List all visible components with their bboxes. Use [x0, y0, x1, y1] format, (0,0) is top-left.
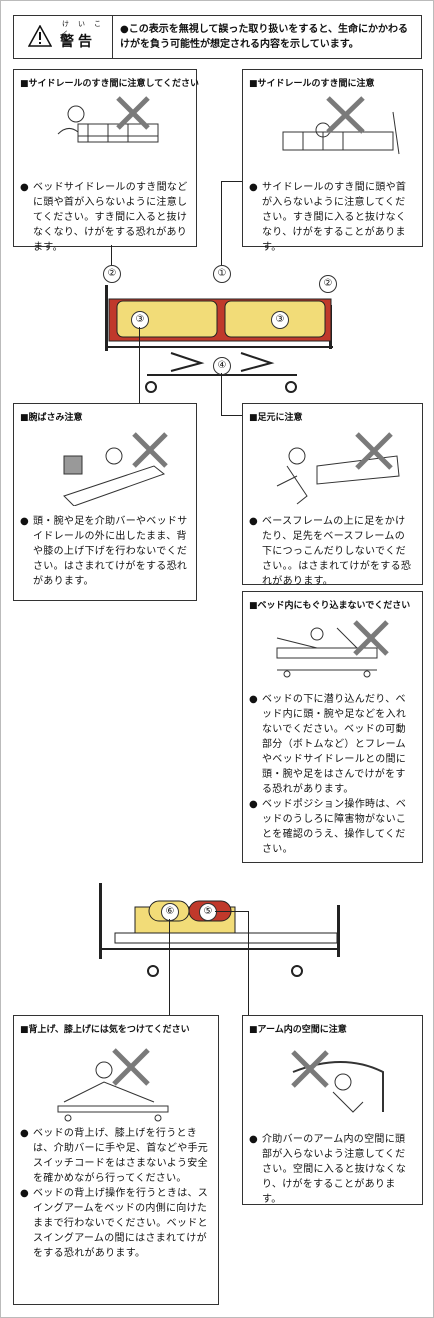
bullet-item: ベースフレームの上に足をかけたり、足先をベースフレームの下につっこんだりしないで…	[249, 514, 415, 589]
warning-label: 警告	[60, 34, 96, 50]
leader-line	[139, 327, 140, 403]
box-title: ■ベッド内にもぐり込まないでください	[249, 601, 411, 611]
bullet-item: 介助バーのアーム内の空間に頭部が入らないよう注意してください。空間に入ると抜けな…	[249, 1132, 415, 1207]
warning-triangle-icon	[28, 25, 52, 47]
box-title: ■アーム内の空間に注意	[249, 1025, 347, 1035]
leader-line	[221, 181, 222, 267]
bullet-item: サイドレールのすき間に頭や首が入らないように注意してください。すき間に入ると抜け…	[249, 180, 415, 255]
bullet-item: ベッドの背上げ、膝上げを行うときは、介助バーに手や足、首などや手元スイッチコード…	[20, 1126, 210, 1186]
box-title: ■足元に注意	[249, 413, 303, 423]
marker-1: ①	[213, 265, 231, 283]
leader-line	[221, 415, 242, 416]
leader-line	[248, 911, 249, 1015]
box-title: ■背上げ、膝上げには気をつけてください	[20, 1025, 190, 1035]
leader-line	[221, 181, 242, 182]
marker-3-right: ③	[271, 311, 289, 329]
marker-4: ④	[213, 357, 231, 375]
warning-description: ●この表示を無視して誤った取り扱いをすると、生命にかかわるけがを負う可能性が想定…	[120, 24, 409, 50]
box-body: サイドレールのすき間に頭や首が入らないように注意してください。すき間に入ると抜け…	[249, 180, 415, 255]
leader-line	[111, 245, 112, 273]
marker-6: ⑥	[161, 903, 179, 921]
illustration-child-in-rail	[282, 96, 400, 155]
illustration-head-in-rail	[57, 96, 159, 143]
marker-2-left: ②	[103, 265, 121, 283]
bullet-item: ベッドサイドレールのすき間などに頭や首が入らないように注意してください。すき間に…	[20, 180, 188, 255]
box-side-rail-gap-2: ■サイドレールのすき間に注意 サイドレールのすき間に頭や首が入らないように注意し…	[242, 69, 423, 253]
box-title: ■サイドレールのすき間に注意してください	[20, 79, 199, 89]
box-body: 介助バーのアーム内の空間に頭部が入らないよう注意してください。空間に入ると抜けな…	[249, 1132, 415, 1207]
box-back-knee-raise: ■背上げ、膝上げには気をつけてください ベッドの背上げ、膝上げを行うときは、介助…	[13, 1015, 219, 1305]
warning-ruby: けいこく	[62, 20, 110, 38]
illustration-feet-caution	[276, 432, 400, 505]
box-body: ベースフレームの上に足をかけたり、足先をベースフレームの下につっこんだりしないで…	[249, 514, 415, 589]
warning-header: けいこく 警告 ●この表示を無視して誤った取り扱いをすると、生命にかかわるけがを…	[13, 15, 422, 59]
bullet-item: 頭・腕や足を介助バーやベッドサイドレールの外に出したまま、背や膝の上げ下げを行わ…	[20, 514, 190, 589]
illustration-crawl-under	[276, 620, 389, 678]
leader-line	[221, 373, 222, 415]
bed-diagram-bottom	[99, 883, 340, 977]
marker-5: ⑤	[199, 903, 217, 921]
box-arm-space: ■アーム内の空間に注意 介助バーのアーム内の空間に頭部が入らないよう注意してくだ…	[242, 1015, 423, 1205]
illustration-back-raise	[57, 1048, 169, 1122]
box-body: ベッドの背上げ、膝上げを行うときは、介助バーに手や足、首などや手元スイッチコード…	[20, 1126, 210, 1261]
box-title: ■腕ばさみ注意	[20, 413, 83, 423]
leader-line	[215, 911, 249, 912]
box-body: 頭・腕や足を介助バーやベッドサイドレールの外に出したまま、背や膝の上げ下げを行わ…	[20, 514, 190, 589]
illustration-arm-pinch	[63, 432, 168, 506]
box-body: ベッドの下に潜り込んだり、ベッド内に頭・腕や足などを入れないでください。ベッドの…	[249, 692, 415, 857]
warning-label-cell: けいこく 警告	[14, 16, 113, 58]
bullet-item: ベッドポジション操作時は、ベッドのうしろに障害物がないことを確認のうえ、操作して…	[249, 797, 415, 857]
box-arm-pinch: ■腕ばさみ注意 頭・腕や足を介助バーやベッドサイドレールの外に出したまま、背や膝…	[13, 403, 197, 601]
bullet-item: ベッドの背上げ操作を行うときは、スイングアームをベッドの内側に向けたままで行わな…	[20, 1186, 210, 1261]
box-feet-caution: ■足元に注意 ベースフレームの上に足をかけたり、足先をベースフレームの下につっこ…	[242, 403, 423, 587]
box-side-rail-gap-1: ■サイドレールのすき間に注意してください ベッドサイドレールのすき間などに頭や首…	[13, 69, 199, 253]
box-title: ■サイドレールのすき間に注意	[249, 79, 375, 89]
illustration-arm-space	[291, 1050, 384, 1113]
leader-line	[169, 919, 170, 1015]
marker-3-left: ③	[131, 311, 149, 329]
box-body: ベッドサイドレールのすき間などに頭や首が入らないように注意してください。すき間に…	[20, 180, 188, 255]
bullet-item: ベッドの下に潜り込んだり、ベッド内に頭・腕や足などを入れないでください。ベッドの…	[249, 692, 415, 797]
marker-2-right: ②	[319, 275, 337, 293]
bed-diagram-top	[105, 285, 333, 393]
box-do-not-crawl-under: ■ベッド内にもぐり込まないでください ベッドの下に潜り込んだり、ベッド内に頭・腕…	[242, 591, 423, 863]
